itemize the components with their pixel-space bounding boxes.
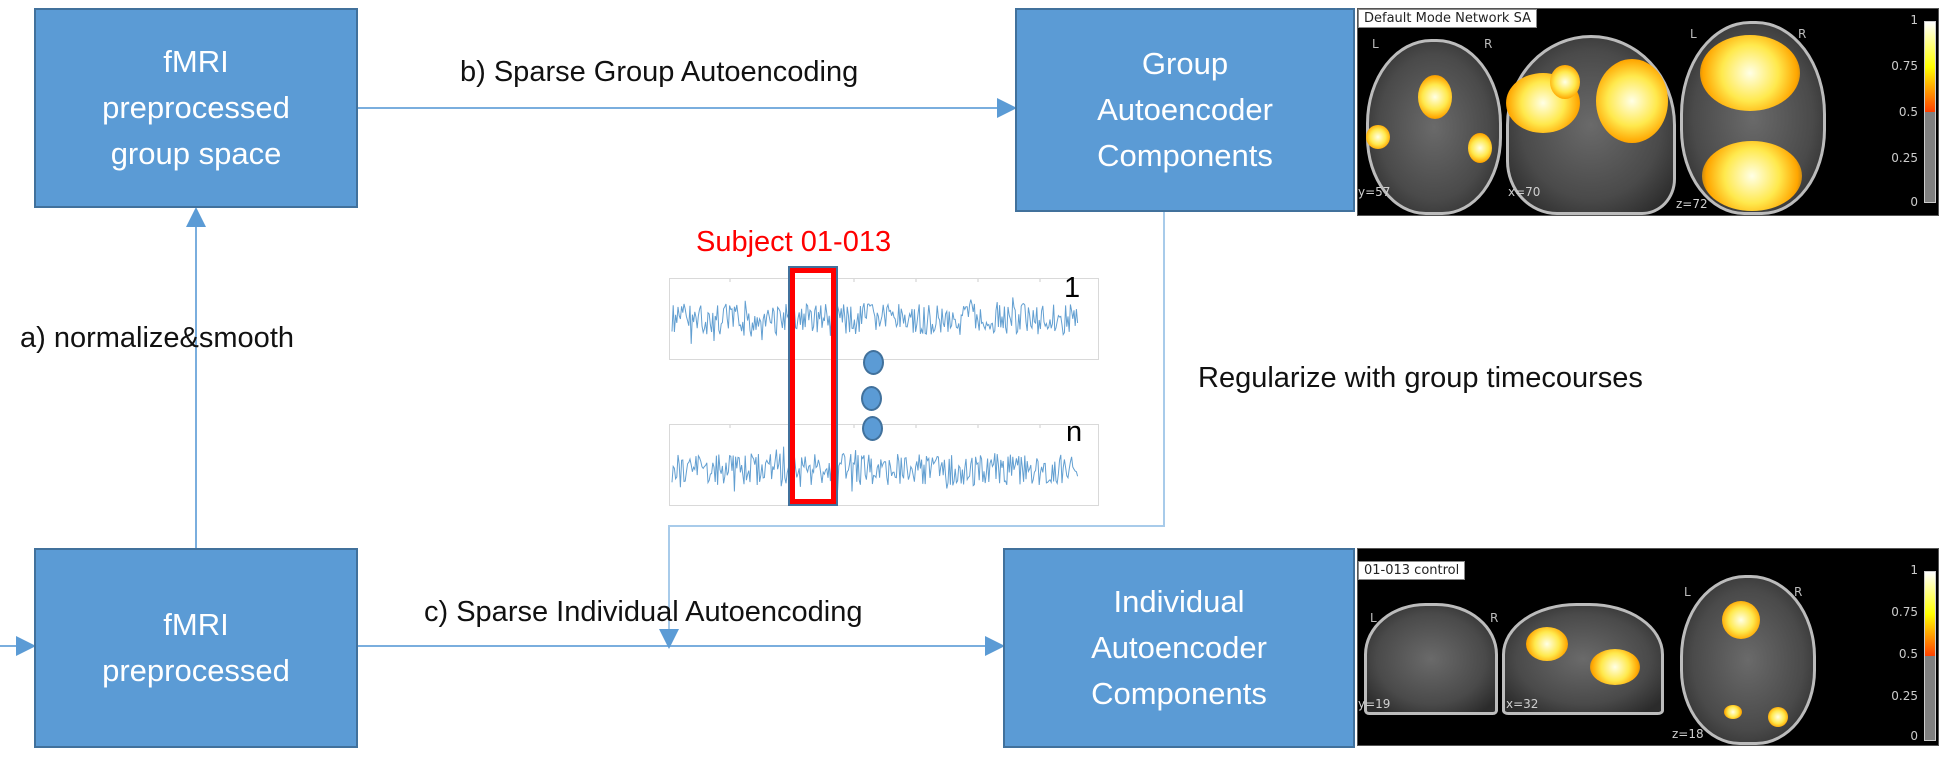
orientation-left: L xyxy=(1370,611,1377,625)
brain-title: Default Mode Network SA xyxy=(1358,9,1537,28)
colorbar-tick: 1 xyxy=(1910,13,1918,27)
colorbar-tick: 0.75 xyxy=(1891,59,1918,73)
timeseries-panel-n xyxy=(669,424,1099,506)
activation-blob xyxy=(1722,601,1760,639)
brain-slice-axial xyxy=(1680,575,1816,745)
box-line: preprocessed xyxy=(102,653,290,688)
box-line: Components xyxy=(1091,676,1267,711)
orientation-left: L xyxy=(1372,37,1379,51)
coord-z: z=18 xyxy=(1672,727,1704,741)
activation-blob xyxy=(1418,75,1452,119)
timeseries-1 xyxy=(671,279,1079,344)
colorbar-tick: 0.5 xyxy=(1898,105,1918,119)
box-line: Autoencoder xyxy=(1097,92,1273,127)
label-step-b: b) Sparse Group Autoencoding xyxy=(460,56,859,88)
colorbar-tick: 0 xyxy=(1910,729,1918,743)
box-line: group space xyxy=(110,136,282,171)
box-line: fMRI xyxy=(163,44,229,79)
ellipsis-dot-icon xyxy=(863,350,884,375)
activation-blob xyxy=(1468,133,1492,163)
timeseries-label-last: n xyxy=(1066,416,1083,448)
coord-x: x=32 xyxy=(1506,697,1539,711)
timeseries-panel-1 xyxy=(669,278,1099,360)
subject-window-highlight[interactable] xyxy=(788,266,838,506)
brain-panel-group: Default Mode Network SA L R L R y=57 x=7… xyxy=(1357,8,1939,216)
orientation-left: L xyxy=(1690,27,1697,41)
colorbar-tick: 0.5 xyxy=(1898,647,1918,661)
orientation-right: R xyxy=(1484,37,1493,51)
box-line: Group xyxy=(1141,46,1229,81)
timeseries-line xyxy=(671,297,1079,344)
box-line: Individual xyxy=(1113,584,1245,619)
box-individual-autoencoder-components[interactable]: Individual Autoencoder Components xyxy=(1003,548,1355,748)
colorbar-tick: 0.75 xyxy=(1891,605,1918,619)
colorbar xyxy=(1924,21,1936,203)
timeseries-n xyxy=(671,425,1079,492)
box-line: fMRI xyxy=(163,607,229,642)
label-regularize: Regularize with group timecourses xyxy=(1198,362,1643,394)
brain-title: 01-013 control xyxy=(1358,561,1466,580)
orientation-right: R xyxy=(1794,585,1803,599)
arrow-regularize xyxy=(659,212,1165,649)
label-subject: Subject 01-013 xyxy=(696,226,892,258)
activation-blob xyxy=(1590,649,1640,685)
box-line: preprocessed xyxy=(102,90,290,125)
activation-blob xyxy=(1596,59,1668,143)
box-fmri-group-space[interactable]: fMRI preprocessed group space xyxy=(34,8,358,208)
label-step-c: c) Sparse Individual Autoencoding xyxy=(424,596,863,628)
coord-y: y=57 xyxy=(1358,185,1391,199)
label-step-a: a) normalize&smooth xyxy=(20,322,294,354)
colorbar-tick: 1 xyxy=(1910,563,1918,577)
box-fmri-preprocessed[interactable]: fMRI preprocessed xyxy=(34,548,358,748)
coord-x: x=70 xyxy=(1508,185,1541,199)
box-group-autoencoder-components[interactable]: Group Autoencoder Components xyxy=(1015,8,1355,212)
activation-blob xyxy=(1768,707,1788,727)
colorbar xyxy=(1924,571,1936,741)
coord-y: y=19 xyxy=(1358,697,1391,711)
activation-blob xyxy=(1550,65,1580,99)
ellipsis-dot-icon xyxy=(861,386,882,411)
brain-panel-individual: 01-013 control L R L R y=19 x=32 z=18 1 … xyxy=(1357,548,1939,746)
activation-blob xyxy=(1366,125,1390,149)
activation-blob xyxy=(1702,141,1802,211)
timeseries-line xyxy=(671,446,1079,492)
ellipsis-dot-icon xyxy=(862,416,883,441)
box-line: Autoencoder xyxy=(1091,630,1267,665)
orientation-left: L xyxy=(1684,585,1691,599)
coord-z: z=72 xyxy=(1676,197,1708,211)
activation-blob xyxy=(1526,627,1568,661)
activation-blob xyxy=(1724,705,1742,719)
colorbar-tick: 0.25 xyxy=(1891,689,1918,703)
orientation-right: R xyxy=(1798,27,1807,41)
brain-slice-coronal xyxy=(1366,39,1502,215)
orientation-right: R xyxy=(1490,611,1499,625)
brain-slice-coronal xyxy=(1364,603,1498,715)
colorbar-tick: 0 xyxy=(1910,195,1918,209)
box-line: Components xyxy=(1097,138,1273,173)
activation-blob xyxy=(1700,35,1800,111)
colorbar-tick: 0.25 xyxy=(1891,151,1918,165)
timeseries-label-first: 1 xyxy=(1064,272,1081,304)
